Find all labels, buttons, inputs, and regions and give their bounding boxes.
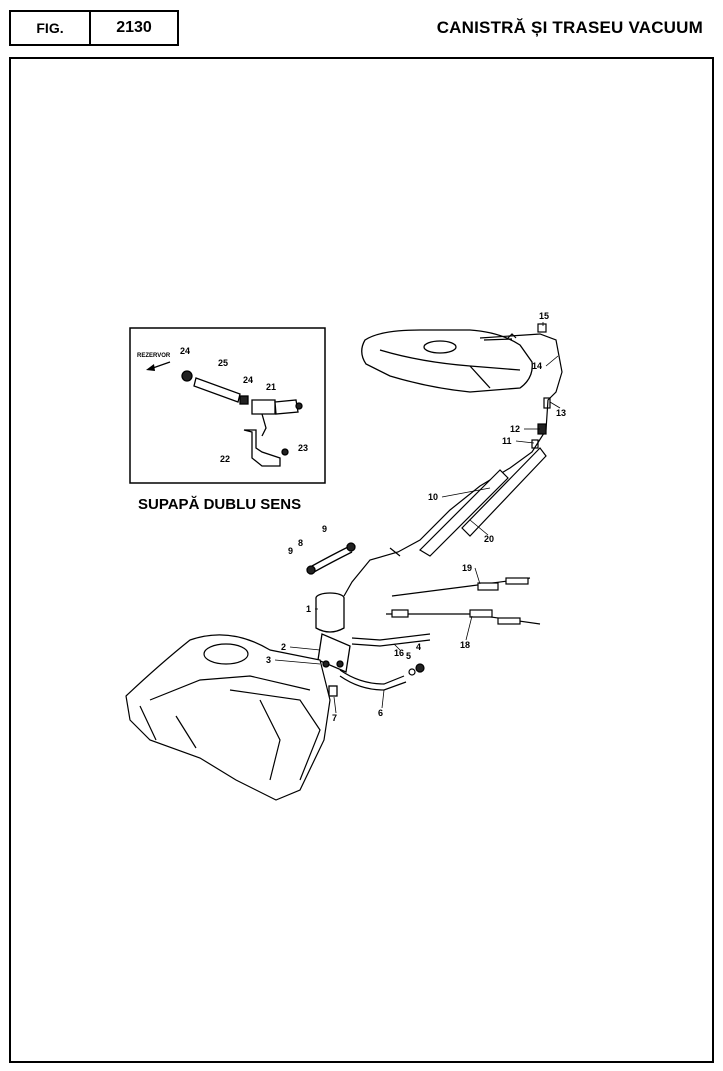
- page-title: CANISTRĂ ȘI TRASEU VACUUM: [436, 18, 703, 37]
- callout-19: 19: [462, 563, 472, 573]
- callout-10: 10: [428, 492, 438, 502]
- callout-16: 16: [394, 648, 404, 658]
- inset-caption: SUPAPĂ DUBLU SENS: [138, 496, 302, 513]
- figure-id-box: FIG. 2130: [9, 10, 179, 46]
- figure-number: 2130: [116, 19, 152, 36]
- figure-label: FIG.: [11, 12, 91, 44]
- callout-9b: 9: [288, 546, 293, 556]
- callout-14: 14: [532, 361, 542, 371]
- callout-7: 7: [332, 713, 337, 723]
- callout-4: 4: [416, 642, 421, 652]
- callout-6: 6: [378, 708, 383, 718]
- cable-drawing: [339, 577, 541, 691]
- charcoal-canister-drawing: [315, 592, 351, 697]
- inset-hose-drawing: [181, 370, 303, 467]
- callout-2: 2: [281, 642, 286, 652]
- inset-direction-label: REZERVOR: [137, 353, 171, 359]
- callout-5: 5: [406, 651, 411, 661]
- callout-1: 1: [306, 604, 311, 614]
- callout-12: 12: [510, 424, 520, 434]
- callout-15: 15: [539, 311, 549, 321]
- callout-20: 20: [484, 534, 494, 544]
- vapor-line-drawing: [343, 323, 563, 597]
- inset-box: [129, 327, 326, 484]
- fuel-tank-drawing: [361, 329, 533, 393]
- callout-8: 8: [298, 538, 303, 548]
- callout-13: 13: [556, 408, 566, 418]
- leader-lines: [274, 322, 561, 714]
- inset-callout-24a: 24: [180, 346, 190, 356]
- direction-arrow-icon: [146, 361, 171, 371]
- inset-callout-24b: 24: [243, 375, 253, 385]
- inset-callout-23: 23: [298, 443, 308, 453]
- callout-11: 11: [502, 436, 512, 446]
- callout-3: 3: [266, 655, 271, 665]
- inset-callout-21: 21: [266, 382, 276, 392]
- inset-callout-22: 22: [220, 454, 230, 464]
- vehicle-body-drawing: [125, 634, 331, 801]
- inset-callout-25: 25: [218, 358, 228, 368]
- callout-9a: 9: [322, 524, 327, 534]
- diagram-frame: [9, 57, 714, 1063]
- callout-18: 18: [460, 640, 470, 650]
- hose-assembly-8: [306, 542, 356, 575]
